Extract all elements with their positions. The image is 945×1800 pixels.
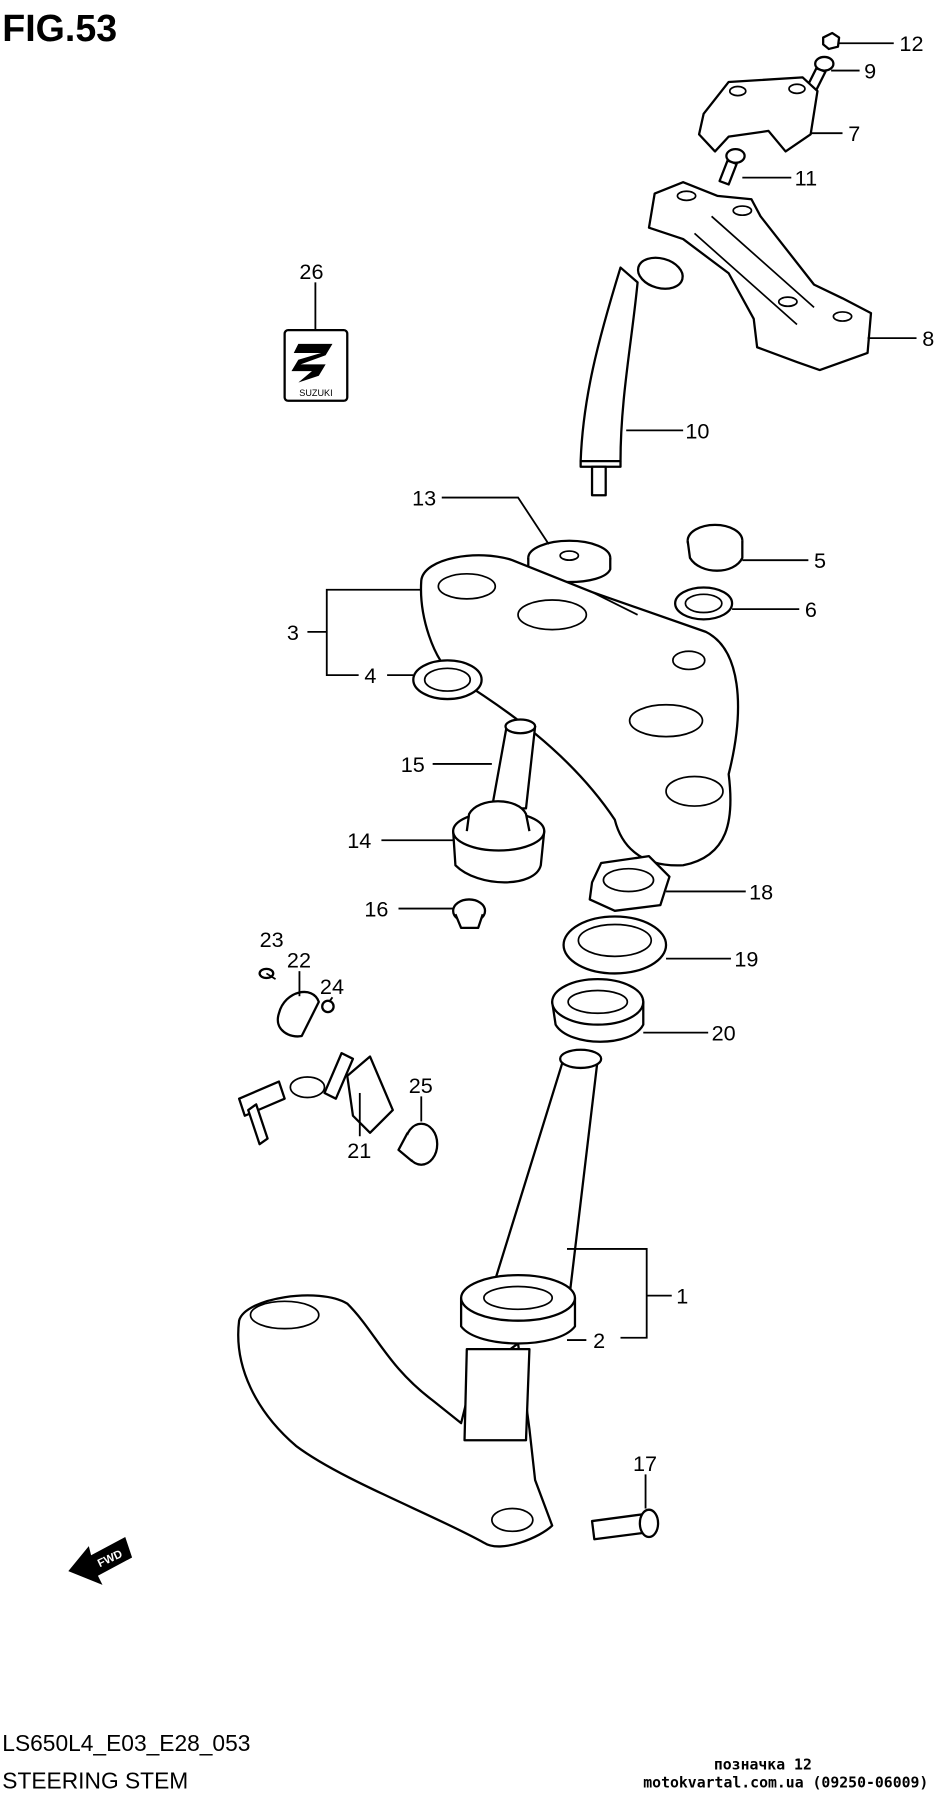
callout-7: 7 <box>848 121 860 146</box>
part-17-bolt <box>590 1508 660 1541</box>
leader-lines <box>298 42 917 1509</box>
figure-title: FIG.53 <box>2 7 117 49</box>
part-21-switch-key <box>237 1051 394 1146</box>
callout-23: 23 <box>260 927 284 952</box>
part-25-cap <box>397 1122 439 1166</box>
diagram-code: LS650L4_E03_E28_053 <box>2 1730 250 1756</box>
part-4-washer <box>412 659 483 701</box>
callout-13: 13 <box>412 486 436 511</box>
callout-10: 10 <box>685 418 709 443</box>
callout-3: 3 <box>287 620 299 645</box>
callout-17: 17 <box>633 1451 657 1476</box>
part-20-bearing <box>551 977 645 1043</box>
callout-15: 15 <box>401 752 425 777</box>
part-14-cushion <box>452 800 546 884</box>
callout-1: 1 <box>676 1284 688 1309</box>
part-10-handlebar <box>579 256 684 497</box>
part-26-emblem: SUZUKI <box>283 329 349 402</box>
part-5-cap <box>686 523 744 572</box>
part-2-bearing <box>459 1274 577 1345</box>
part-18-nut <box>588 855 671 912</box>
diagram-name: STEERING STEM <box>2 1768 188 1794</box>
callout-4: 4 <box>364 663 376 688</box>
callout-19: 19 <box>734 947 758 972</box>
callout-24: 24 <box>320 974 344 999</box>
part-23-screw <box>258 967 276 980</box>
callout-20: 20 <box>712 1021 736 1046</box>
watermark-line1: позначка 12 <box>714 1756 812 1773</box>
callout-5: 5 <box>814 548 826 573</box>
watermark-line2: motokvartal.com.ua (09250-06009) <box>643 1774 928 1791</box>
part-15-pin <box>490 718 537 810</box>
callout-11: 11 <box>795 166 817 191</box>
callout-18: 18 <box>749 879 773 904</box>
callout-14: 14 <box>347 828 371 853</box>
part-19-bearing <box>562 915 668 975</box>
callout-21: 21 <box>347 1138 371 1163</box>
part-22-cover <box>276 990 320 1038</box>
emblem-text: SUZUKI <box>299 388 332 398</box>
callout-6: 6 <box>805 597 817 622</box>
part-12-cap <box>822 31 841 51</box>
callout-22: 22 <box>287 948 311 973</box>
part-16-plug <box>452 898 487 930</box>
callout-9: 9 <box>864 59 876 84</box>
part-11-bolt <box>718 148 746 186</box>
callout-25: 25 <box>409 1073 433 1098</box>
part-24-washer <box>321 999 335 1014</box>
part-6-washer <box>674 586 734 621</box>
part-7-upper-holder <box>697 76 819 153</box>
callout-12: 12 <box>899 31 923 56</box>
part-8-lower-holder <box>647 181 873 372</box>
callout-16: 16 <box>364 897 388 922</box>
part-1-steering-stem <box>237 1048 603 1548</box>
fwd-arrow-icon: FWD <box>68 1537 133 1585</box>
callout-8: 8 <box>922 326 934 351</box>
callout-2: 2 <box>593 1328 605 1353</box>
callout-26: 26 <box>299 259 323 284</box>
